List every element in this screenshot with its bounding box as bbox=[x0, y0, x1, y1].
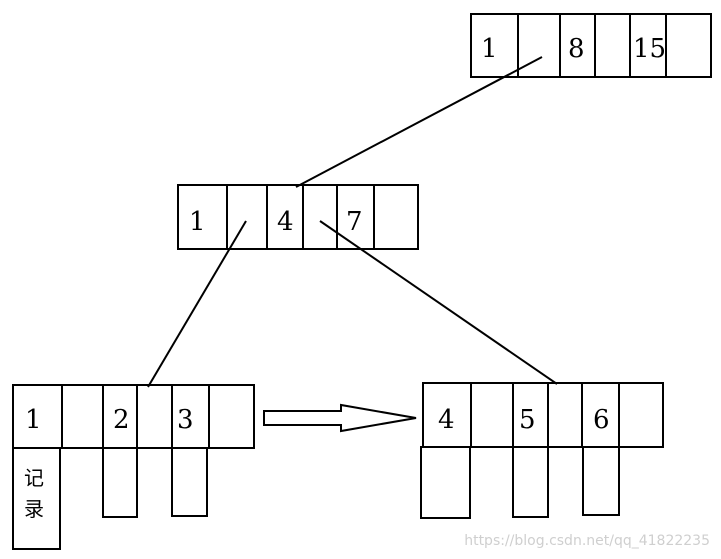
right-leaf-key: 5 bbox=[519, 405, 536, 435]
watermark: https://blog.csdn.net/qq_41822235 bbox=[464, 533, 710, 549]
left-leaf-node bbox=[12, 384, 255, 449]
root-node-frame bbox=[470, 13, 712, 78]
internal-key: 7 bbox=[346, 207, 363, 237]
right-leaf-frame bbox=[422, 382, 664, 448]
right-leaf-key: 6 bbox=[593, 405, 610, 435]
pointer-root-to-internal bbox=[295, 56, 543, 188]
left-leaf-key: 3 bbox=[177, 405, 194, 435]
record-label: 录 bbox=[24, 497, 44, 521]
record-box bbox=[512, 446, 549, 518]
record-box bbox=[582, 446, 620, 516]
right-leaf-node bbox=[422, 382, 664, 448]
root-key: 15 bbox=[633, 34, 666, 64]
internal-node bbox=[177, 184, 419, 250]
left-leaf-key: 2 bbox=[113, 405, 130, 435]
right-leaf-records bbox=[420, 446, 620, 519]
root-key: 8 bbox=[568, 34, 585, 64]
pointer-internal-to-right-leaf bbox=[319, 220, 558, 385]
record-box bbox=[102, 447, 138, 518]
record-label: 记 bbox=[24, 466, 44, 490]
pointer-internal-to-left-leaf bbox=[147, 220, 247, 388]
internal-node-frame bbox=[177, 184, 419, 250]
leaf-link-arrow bbox=[263, 403, 417, 433]
left-leaf-frame bbox=[12, 384, 255, 449]
record-box bbox=[420, 446, 471, 519]
left-leaf-records bbox=[12, 447, 208, 550]
internal-key: 1 bbox=[189, 207, 206, 237]
internal-key: 4 bbox=[277, 207, 294, 237]
record-box bbox=[171, 447, 208, 517]
tree-pointers bbox=[147, 56, 558, 388]
root-node bbox=[470, 13, 712, 78]
right-leaf-key: 4 bbox=[438, 405, 455, 435]
record-box bbox=[12, 447, 61, 550]
left-leaf-key: 1 bbox=[25, 405, 42, 435]
root-key: 1 bbox=[481, 34, 498, 64]
